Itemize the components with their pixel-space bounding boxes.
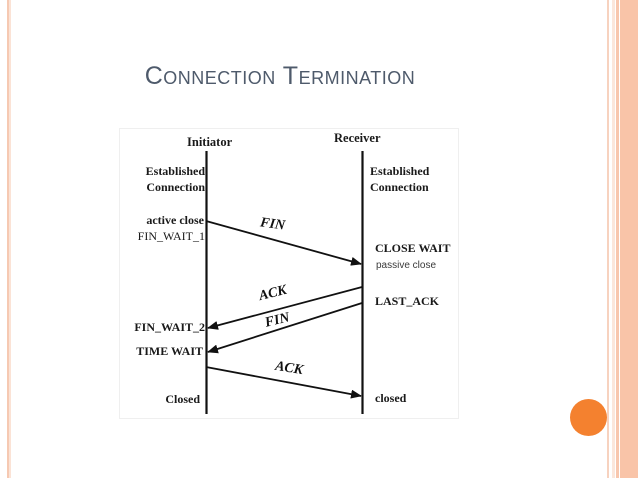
diagram-graphics — [205, 151, 364, 414]
state-initiator-established-line1: Established — [145, 164, 205, 178]
state-receiver-passive-close: passive close — [376, 260, 437, 271]
actor-label-receiver: Receiver — [334, 131, 381, 145]
message-label-fin-1: FIN — [259, 215, 286, 234]
state-receiver-close-wait: CLOSE WAIT — [375, 241, 451, 255]
right-edge-stripe-pale — [612, 0, 615, 478]
sequence-diagram: Initiator Receiver Established Connectio… — [119, 128, 459, 419]
left-edge-stripe-inner — [9, 0, 11, 478]
page-title: Connection Termination — [144, 62, 416, 90]
right-edge-stripe-thin — [607, 0, 609, 478]
arrow-ack-2 — [205, 366, 362, 399]
state-receiver-established-line1: Established — [370, 164, 430, 178]
state-receiver-established-line2: Connection — [370, 180, 429, 194]
state-initiator-fin-wait-1: FIN_WAIT_1 — [137, 229, 205, 243]
state-initiator-active-close: active close — [146, 213, 204, 227]
state-receiver-last-ack: LAST_ACK — [375, 294, 440, 308]
arrow-ack-1 — [207, 286, 363, 330]
left-edge-stripe — [7, 0, 9, 478]
state-receiver-closed: closed — [375, 391, 407, 405]
state-initiator-established-line2: Connection — [146, 180, 205, 194]
right-edge-stripe-mid — [616, 0, 619, 478]
state-initiator-closed: Closed — [165, 392, 200, 406]
orange-accent-dot — [570, 399, 607, 436]
state-initiator-time-wait: TIME WAIT — [136, 344, 203, 358]
arrow-fin-2 — [207, 302, 363, 354]
right-edge-stripe-wide — [620, 0, 638, 478]
arrow-fin-1 — [205, 220, 362, 266]
actor-label-initiator: Initiator — [187, 135, 233, 149]
state-initiator-fin-wait-2: FIN_WAIT_2 — [134, 320, 205, 334]
